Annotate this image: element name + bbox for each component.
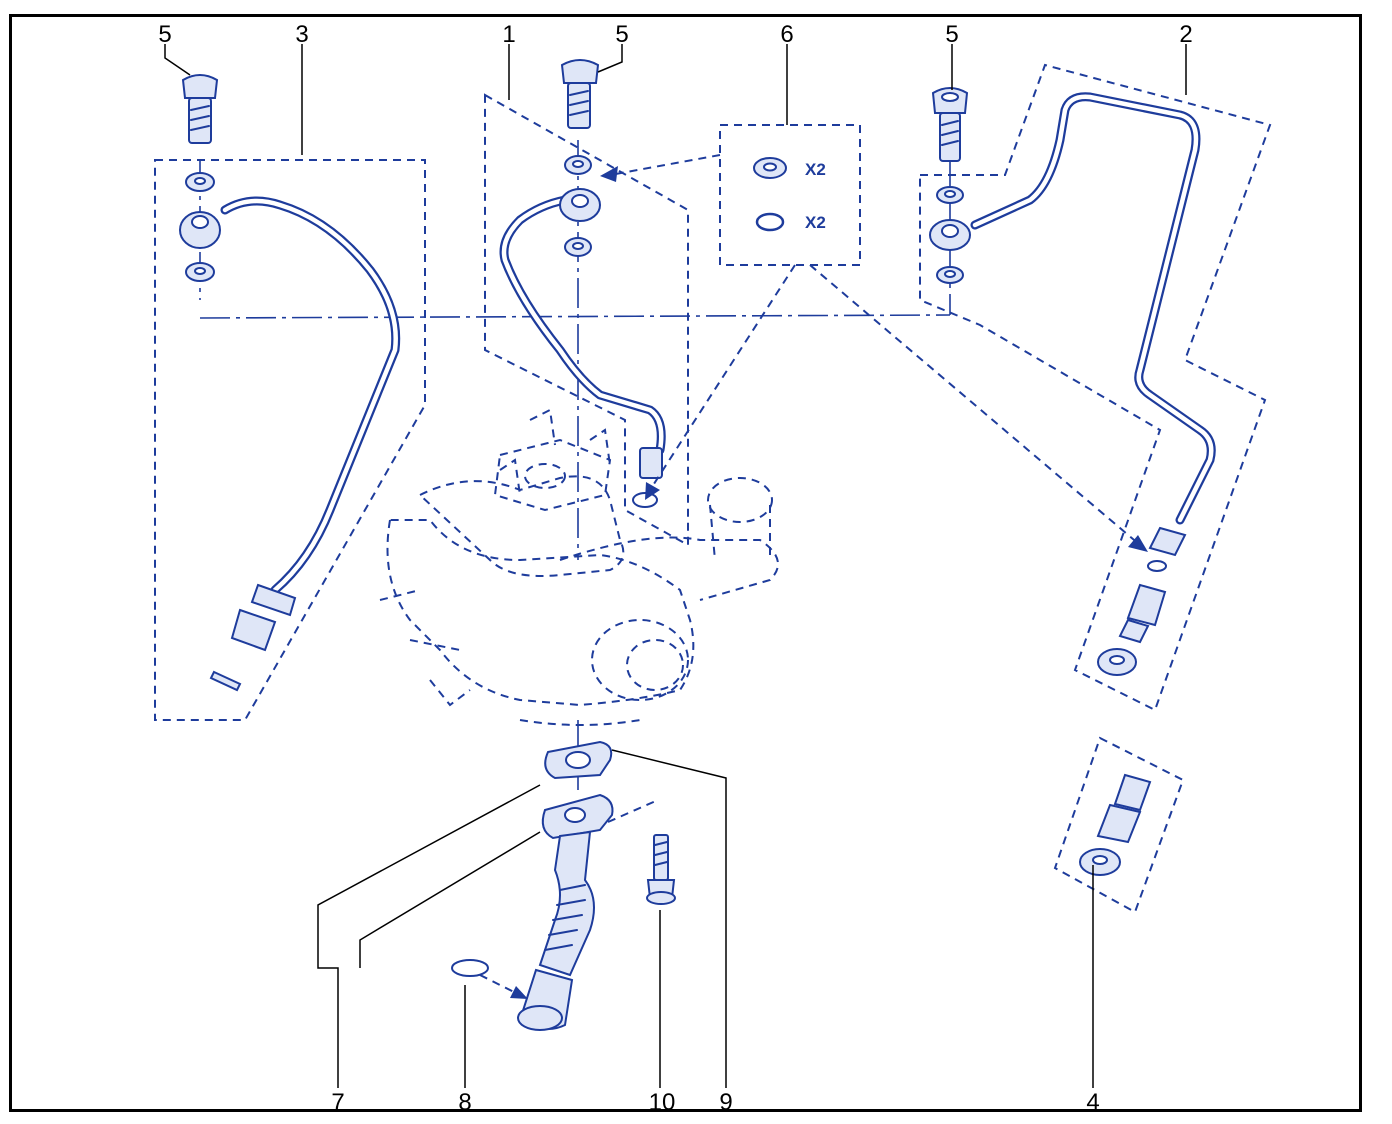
group-4-union-fitting xyxy=(1053,736,1185,914)
bolt-axis-line xyxy=(199,314,951,319)
callout-8: 8 xyxy=(458,1089,471,1116)
oring-8 xyxy=(451,959,489,977)
callout-numbers: 5 3 1 5 6 5 2 7 8 10 9 4 xyxy=(158,21,1192,1116)
callout-9: 9 xyxy=(719,1089,732,1116)
diagram-frame xyxy=(9,14,1362,1112)
callout-1: 1 xyxy=(502,21,515,48)
banjo-fitting-left xyxy=(179,211,221,249)
oil-drain-assembly xyxy=(451,740,676,1031)
banjo-bolt-left xyxy=(181,74,219,144)
pipe-end-left xyxy=(230,608,277,652)
group-1-oil-pipe-center xyxy=(484,93,689,547)
banjo-bolt-center xyxy=(560,59,600,129)
kit-oring-qty: X2 xyxy=(805,213,826,232)
pipe-nut-right xyxy=(1148,526,1187,557)
pipe-nut-center xyxy=(639,447,663,479)
seal-ring-left xyxy=(209,670,242,692)
callout-4: 4 xyxy=(1086,1089,1099,1116)
kit-washer-qty: X2 xyxy=(805,160,826,179)
kit-oring-icon xyxy=(755,212,785,232)
pipe-nut-left xyxy=(250,583,297,617)
callout-leaders xyxy=(164,44,1187,1088)
callout-5-right: 5 xyxy=(945,21,958,48)
group-3-oil-pipe-left xyxy=(154,159,426,721)
callout-3: 3 xyxy=(295,21,308,48)
callout-5-left: 5 xyxy=(158,21,171,48)
callout-6: 6 xyxy=(780,21,793,48)
turbocharger-outline xyxy=(379,408,779,726)
union-fitting-right xyxy=(1126,583,1167,627)
banjo-bolt-right xyxy=(931,87,969,162)
callout-2: 2 xyxy=(1179,21,1192,48)
oring-right xyxy=(1147,560,1167,572)
callout-10: 10 xyxy=(649,1089,676,1116)
callout-5-center: 5 xyxy=(615,21,628,48)
callout-7: 7 xyxy=(331,1089,344,1116)
group-6-seal-kit: X2 X2 xyxy=(600,124,1148,552)
group-2-oil-pipe-right xyxy=(919,63,1272,712)
